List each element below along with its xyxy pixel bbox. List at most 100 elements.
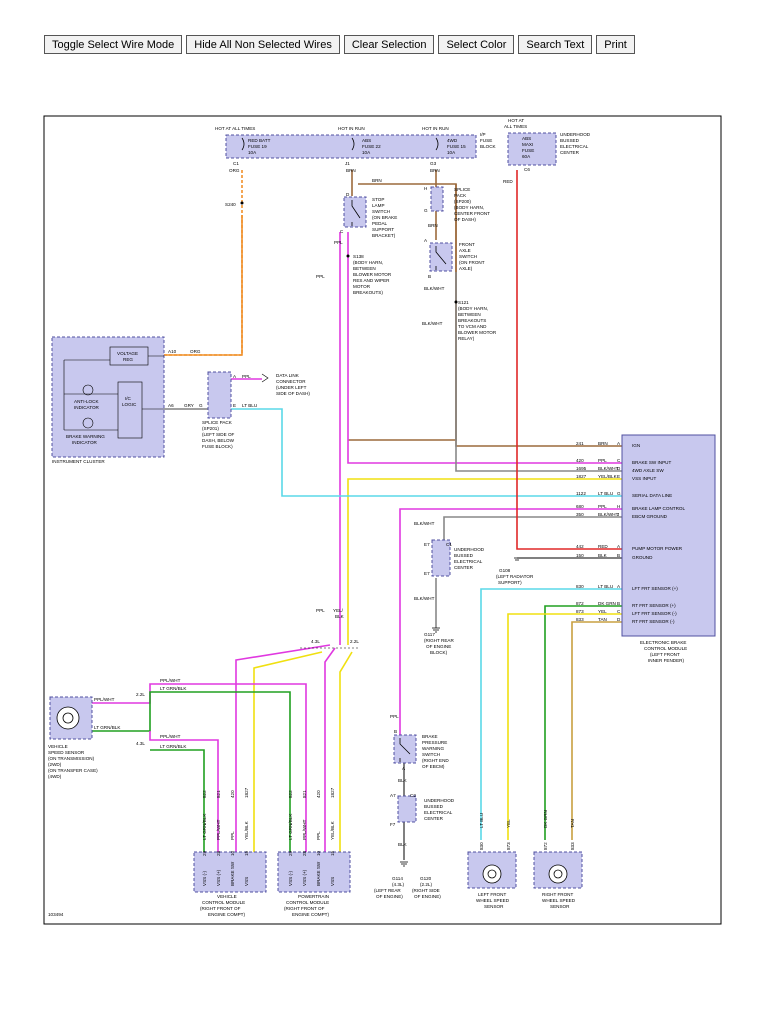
pin-a6: A6 (168, 403, 174, 408)
pcm-cols-name-2: BRAKE SW (316, 861, 321, 886)
ebcm-label-4: INNER FENDER) (648, 658, 684, 663)
lf-cols-circuit-0: 830 (479, 842, 484, 850)
svg-text:DATA LINK: DATA LINK (276, 373, 300, 378)
gry-label: GRY (184, 403, 194, 408)
wire-ltblu-830[interactable] (480, 588, 622, 840)
pcm-cols-name-1: VSS (+) (302, 869, 307, 886)
svg-text:(UNDER LEFT: (UNDER LEFT (276, 385, 307, 390)
select-color-button[interactable]: Select Color (438, 35, 515, 54)
ic-logic-2: LOGIC (122, 402, 137, 407)
vcm-cols-name-1: VSS (+) (216, 869, 221, 886)
underhood-middle: E7 C1 E7 UNDERHOOD BUSSED ELECTRICAL CEN… (414, 521, 534, 655)
ebcm-signal-11: LFT FRT SENSOR (-) (632, 611, 677, 616)
underhood-bottom: A7 C2 F7 UNDERHOOD BUSSED ELECTRICAL CEN… (374, 793, 455, 899)
clear-selection-button[interactable]: Clear Selection (343, 35, 435, 54)
svg-text:(4.3L): (4.3L) (392, 882, 404, 887)
ebcm-pin-5: H (617, 504, 620, 509)
ebcm-signal-0: IGN (632, 443, 640, 448)
print-button[interactable]: Print (596, 35, 635, 54)
svg-text:SENSOR: SENSOR (484, 904, 504, 909)
svg-text:TO VCM AND: TO VCM AND (458, 324, 487, 329)
pcm-cols-name-3: VSS (330, 877, 335, 886)
ebcm-circuit-11: 873 (576, 609, 584, 614)
ebcm-label-3: (LEFT FRONT (650, 652, 680, 657)
wire-org-red-batt[interactable] (164, 170, 243, 356)
ltgrnblk-label-1: LT GRN/BLK (94, 725, 121, 730)
svg-text:(2.2L): (2.2L) (420, 882, 432, 887)
wire-yel-873[interactable] (507, 613, 622, 840)
wire-blkwht-350[interactable] (443, 516, 622, 540)
wire-red-442[interactable] (516, 170, 622, 550)
svg-text:BLOWER MOTOR: BLOWER MOTOR (458, 330, 497, 335)
vcm-cols-name-2: BRAKE SW (230, 861, 235, 886)
vcm-cols-name-0: VSS (-) (202, 870, 207, 886)
fuse15-amps: 10A (447, 150, 456, 155)
wire-blkwht-1695[interactable] (455, 272, 622, 472)
svg-text:OF EBCM): OF EBCM) (422, 764, 445, 769)
svg-text:(BODY HARN,: (BODY HARN, (458, 306, 488, 311)
hot-in-run-label-2: HOT IN RUN (422, 126, 449, 131)
vcm-cols-pin-3: 15 (244, 850, 249, 856)
brn-label-2: BRN (372, 178, 382, 183)
svg-text:(ON FRONT: (ON FRONT (459, 260, 485, 265)
svg-text:OF ENGINE): OF ENGINE) (414, 894, 441, 899)
wire-ppl-split-43[interactable] (235, 644, 331, 860)
hide-non-selected-wires-button[interactable]: Hide All Non Selected Wires (186, 35, 340, 54)
svg-text:SWITCH: SWITCH (459, 254, 477, 259)
wire-yel-split-22[interactable] (339, 651, 353, 860)
ebcm-signal-6: EBCM GROUND (632, 514, 668, 519)
pcm-cols-name-0: VSS (-) (288, 870, 293, 886)
rf-sensor-gear-icon (548, 864, 568, 884)
stop-pin-c: C (340, 229, 344, 234)
wire-ltgrnblk-vss-22[interactable] (92, 691, 291, 860)
wire-ppl-420[interactable] (347, 232, 622, 464)
wire-ppl-split-22[interactable] (324, 647, 336, 860)
stop-label-4: (ON BRAKE (372, 215, 397, 220)
pcm-cols-color-3: YEL/BLK (330, 820, 335, 840)
toggle-select-wire-mode-button[interactable]: Toggle Select Wire Mode (44, 35, 183, 54)
wire-yel-split-43[interactable] (253, 651, 323, 860)
svg-text:(LEFT SIDE OF: (LEFT SIDE OF (202, 432, 235, 437)
ppl-label-4: PPL (390, 714, 399, 719)
ip-fuse-label-3: BLOCK (480, 144, 497, 149)
ip-fuse-label-2: FUSE (480, 138, 492, 143)
dlc-connector-icon (261, 373, 269, 383)
svg-text:CONTROL MODULE: CONTROL MODULE (202, 900, 245, 905)
pin-c1: C1 (233, 161, 239, 166)
anti-lock-1: ANTI-LOCK (74, 399, 99, 404)
diagram-frame (43, 115, 722, 925)
wire-ppl-680[interactable] (399, 508, 622, 735)
s138-dot (346, 254, 350, 258)
document-id: 103494 (48, 912, 64, 917)
blkwht-label-2: BLK/WHT (422, 321, 443, 326)
stop-label-5: PEDAL (372, 221, 388, 226)
pplwht-label-2: PPL/WHT (160, 678, 181, 683)
wire-ltblu-serial[interactable] (231, 408, 622, 497)
blk-label-1: BLK (398, 778, 408, 783)
lf-cols-circuit-1: 873 (506, 842, 511, 850)
ebcm-wire-color-12: TAN (598, 617, 607, 622)
wire-yelblk-1827[interactable] (347, 478, 622, 645)
fuse22-name: ABS (362, 138, 371, 143)
wire-dkgrn-872[interactable] (544, 605, 622, 840)
vcm-cols-circuit-3: 1827 (244, 787, 249, 798)
wire-pplwht-vss-43[interactable] (149, 731, 219, 860)
wire-pplwht-vss-22[interactable] (92, 683, 307, 860)
vcm-cols-circuit-0: 822 (202, 790, 207, 798)
brake-warn-1: BRAKE WARNING (66, 434, 105, 439)
dlc-label: DATA LINK CONNECTOR (UNDER LEFT SIDE OF … (276, 373, 310, 396)
wire-ltgrnblk-vss-43[interactable] (150, 749, 205, 860)
wire-tan-833[interactable] (571, 621, 622, 840)
wire-brn-ebcm-ign[interactable] (455, 184, 622, 447)
underhood-label-2: BUSSED (560, 138, 580, 143)
svg-text:G: G (424, 208, 428, 213)
pcm-cols-circuit-2: 420 (316, 790, 321, 798)
pin-c6: C6 (524, 167, 530, 172)
svg-text:S121: S121 (458, 300, 469, 305)
svg-text:A: A (233, 374, 237, 379)
wire-org-solid[interactable] (164, 215, 243, 356)
search-text-button[interactable]: Search Text (518, 35, 593, 54)
svg-text:BLOWER MOTOR: BLOWER MOTOR (353, 272, 392, 277)
ppl-label-dlc: PPL (242, 374, 251, 379)
